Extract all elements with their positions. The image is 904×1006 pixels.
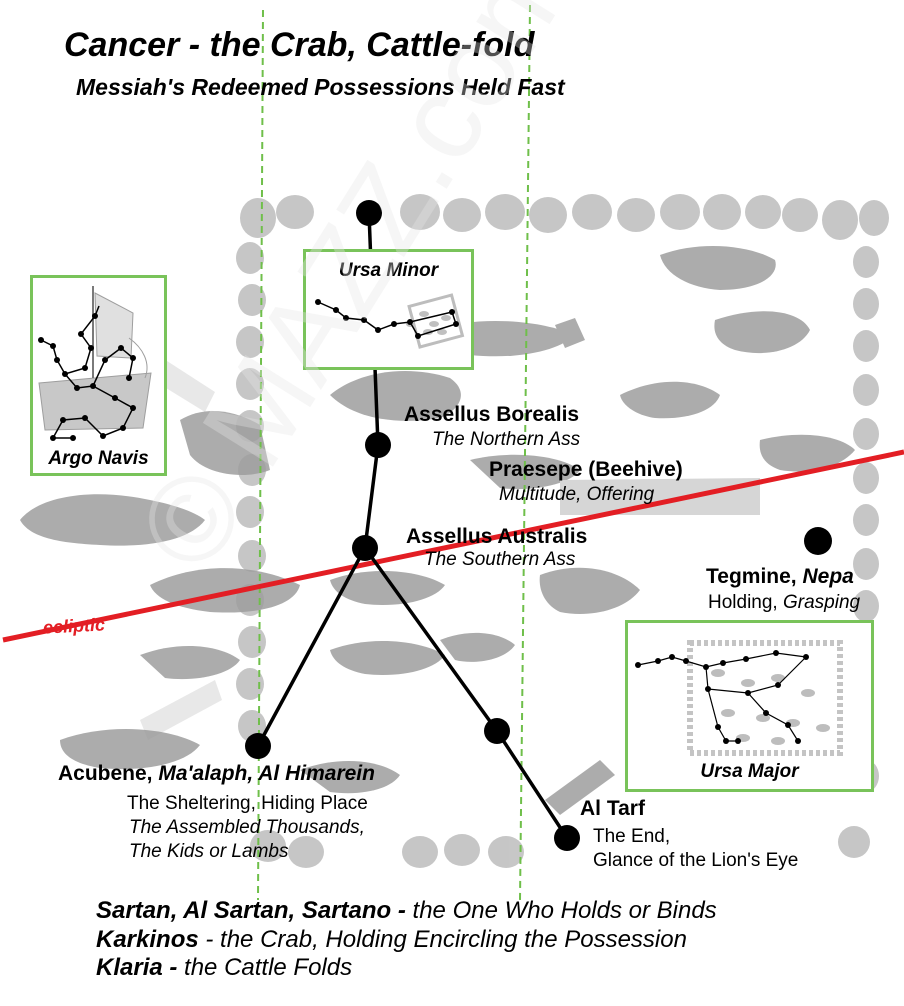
al-tarf-meaning-2: Glance of the Lion's Eye — [593, 850, 799, 871]
ursa-major-inset: Ursa Major — [625, 620, 874, 792]
acubene-name-plain: Acubene, — [58, 762, 159, 785]
ecliptic-label: ecliptic — [42, 614, 106, 638]
assellus-borealis-meaning: The Northern Ass — [432, 429, 581, 450]
praesepe-name: Praesepe (Beehive) — [489, 458, 683, 481]
acubene-name-italic: Ma'alaph, Al Himarein — [158, 762, 375, 785]
cancer-stars — [245, 200, 832, 851]
acubene-name: Acubene, Ma'alaph, Al Himarein — [58, 762, 375, 786]
acubene-meaning-2: The Assembled Thousands, — [129, 817, 365, 838]
tegmine-name-plain: Tegmine, — [706, 565, 803, 588]
footer-line-3-rest: the Cattle Folds — [184, 954, 353, 981]
tegmine-meaning: Holding, Grasping — [708, 592, 860, 614]
guide-line-right — [519, 4, 531, 901]
footer-line-1-rest: the One Who Holds or Binds — [412, 897, 717, 924]
page-title: Cancer - the Crab, Cattle-fold — [64, 26, 535, 64]
acubene-meaning-3: The Kids or Lambs — [129, 841, 289, 862]
footer-line-3: Klaria - the Cattle Folds — [96, 954, 352, 982]
assellus-borealis-name: Assellus Borealis — [404, 403, 580, 426]
page-subtitle: Messiah's Redeemed Possessions Held Fast — [76, 74, 565, 100]
assellus-australis-meaning: The Southern Ass — [424, 549, 576, 570]
footer-line-1: Sartan, Al Sartan, Sartano - the One Who… — [96, 897, 717, 925]
al-tarf-meaning-1: The End, — [593, 826, 671, 847]
argo-navis-label: Argo Navis — [48, 448, 149, 469]
al-tarf-name: Al Tarf — [580, 797, 645, 820]
guide-line-left — [257, 9, 264, 901]
tegmine-meaning-italic: Grasping — [783, 592, 861, 613]
cattle-silhouettes — [20, 245, 855, 815]
argo-navis-figure — [38, 286, 152, 441]
footer-line-2-bold: Karkinos — [96, 926, 199, 953]
tegmine-name-italic: Nepa — [802, 565, 854, 588]
tegmine-meaning-plain: Holding, — [708, 592, 783, 613]
footer-line-1-bold: Sartan, Al Sartan, Sartano - — [96, 897, 413, 924]
footer-line-3-bold: Klaria - — [96, 954, 185, 981]
praesepe-meaning: Multitude, Offering — [499, 484, 655, 505]
argo-navis-inset: Argo Navis — [30, 275, 167, 476]
footer-line-2: Karkinos - the Crab, Holding Encircling … — [96, 926, 687, 954]
ursa-minor-inset: Ursa Minor — [303, 249, 474, 370]
footer-line-2-rest: - the Crab, Holding Encircling the Posse… — [198, 926, 687, 953]
ursa-major-figure — [635, 640, 843, 756]
ursa-minor-figure — [315, 293, 465, 349]
assellus-australis-name: Assellus Australis — [406, 525, 588, 548]
ursa-major-label: Ursa Major — [700, 761, 799, 782]
ecliptic-line — [2, 449, 904, 643]
ursa-minor-label: Ursa Minor — [338, 260, 439, 281]
acubene-meaning-1: The Sheltering, Hiding Place — [127, 793, 368, 814]
tegmine-name: Tegmine, Nepa — [706, 565, 854, 589]
